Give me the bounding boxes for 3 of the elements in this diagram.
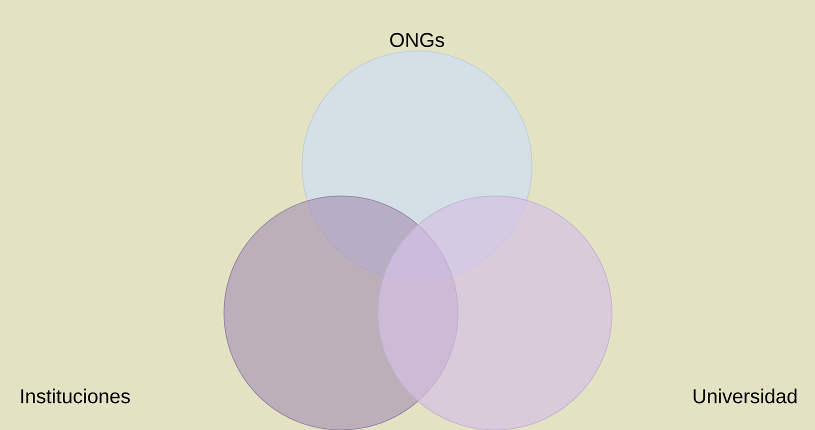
circle-label: Universidad (694, 388, 796, 404)
circle-label: Instituciones (21, 388, 130, 404)
circle-label: ONGs (390, 32, 444, 48)
